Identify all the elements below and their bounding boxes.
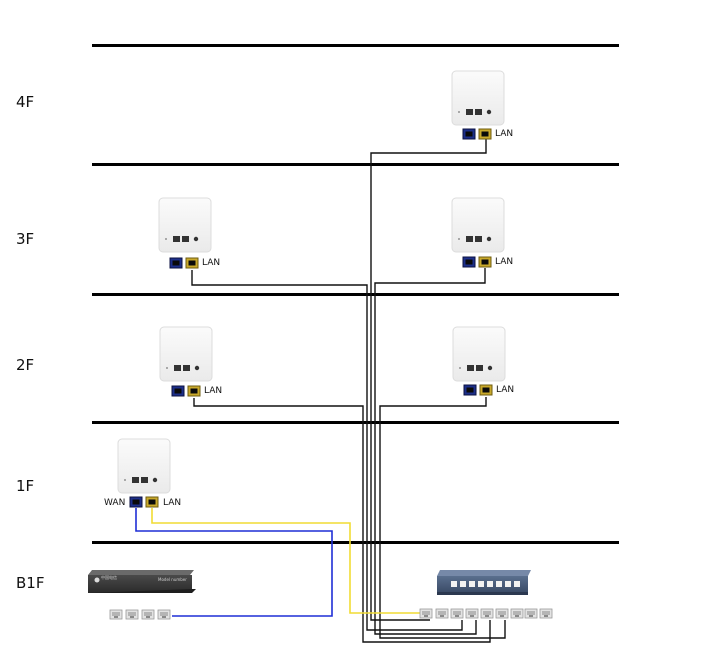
router-3f-right-ports xyxy=(462,256,492,268)
router-4f xyxy=(451,70,505,126)
floor-separator-4f-3f xyxy=(92,163,619,166)
cables xyxy=(135,139,506,643)
router-1f-lan-label: LAN xyxy=(163,498,182,508)
floor-label-1f: 1F xyxy=(16,477,35,495)
router-2f-right-lan-label: LAN xyxy=(496,385,515,395)
router-3f-right-lan-label: LAN xyxy=(495,257,514,267)
modem-ports xyxy=(109,609,171,620)
floor-separator-top xyxy=(92,44,619,47)
router-2f-right xyxy=(452,326,506,382)
switch-icon xyxy=(437,570,531,595)
floor-label-4f: 4F xyxy=(16,93,35,111)
router-2f-left xyxy=(159,326,213,382)
router-4f-lan-label: LAN xyxy=(495,129,514,139)
cable-2f-right-router xyxy=(379,397,506,639)
router-1f xyxy=(117,438,171,494)
floor-separator-3f-2f xyxy=(92,293,619,296)
floor-label-2f: 2F xyxy=(16,356,35,374)
router-4f-ports xyxy=(462,128,492,140)
floor-separator-1f-b1f xyxy=(92,541,619,544)
floor-separators xyxy=(92,44,619,544)
router-2f-left-ports xyxy=(171,385,201,397)
router-3f-right xyxy=(451,197,505,253)
router-3f-left-lan-label: LAN xyxy=(202,258,221,268)
cable-2f-left-router xyxy=(193,398,491,643)
cable-1f-wan-modem xyxy=(135,508,333,617)
cable-4f-router xyxy=(370,139,487,621)
modem-model-text: Model number xyxy=(158,577,187,582)
floor-separator-2f-1f xyxy=(92,421,619,424)
cable-3f-right-router xyxy=(374,268,486,635)
router-2f-left-lan-label: LAN xyxy=(204,386,223,396)
cable-1f-lan-uplink xyxy=(151,508,423,614)
router-1f-ports xyxy=(129,496,159,508)
cable-3f-left-router xyxy=(191,270,463,631)
modem-brand-text: 中国电信 xyxy=(101,575,117,580)
switch-ports xyxy=(419,608,553,619)
floor-label-b1f: B1F xyxy=(16,574,45,592)
router-1f-wan-label: WAN xyxy=(104,498,126,508)
modem xyxy=(88,570,196,593)
router-3f-left-ports xyxy=(169,257,199,269)
floor-label-3f: 3F xyxy=(16,230,35,248)
router-3f-left xyxy=(158,197,212,253)
router-2f-right-ports xyxy=(463,384,493,396)
